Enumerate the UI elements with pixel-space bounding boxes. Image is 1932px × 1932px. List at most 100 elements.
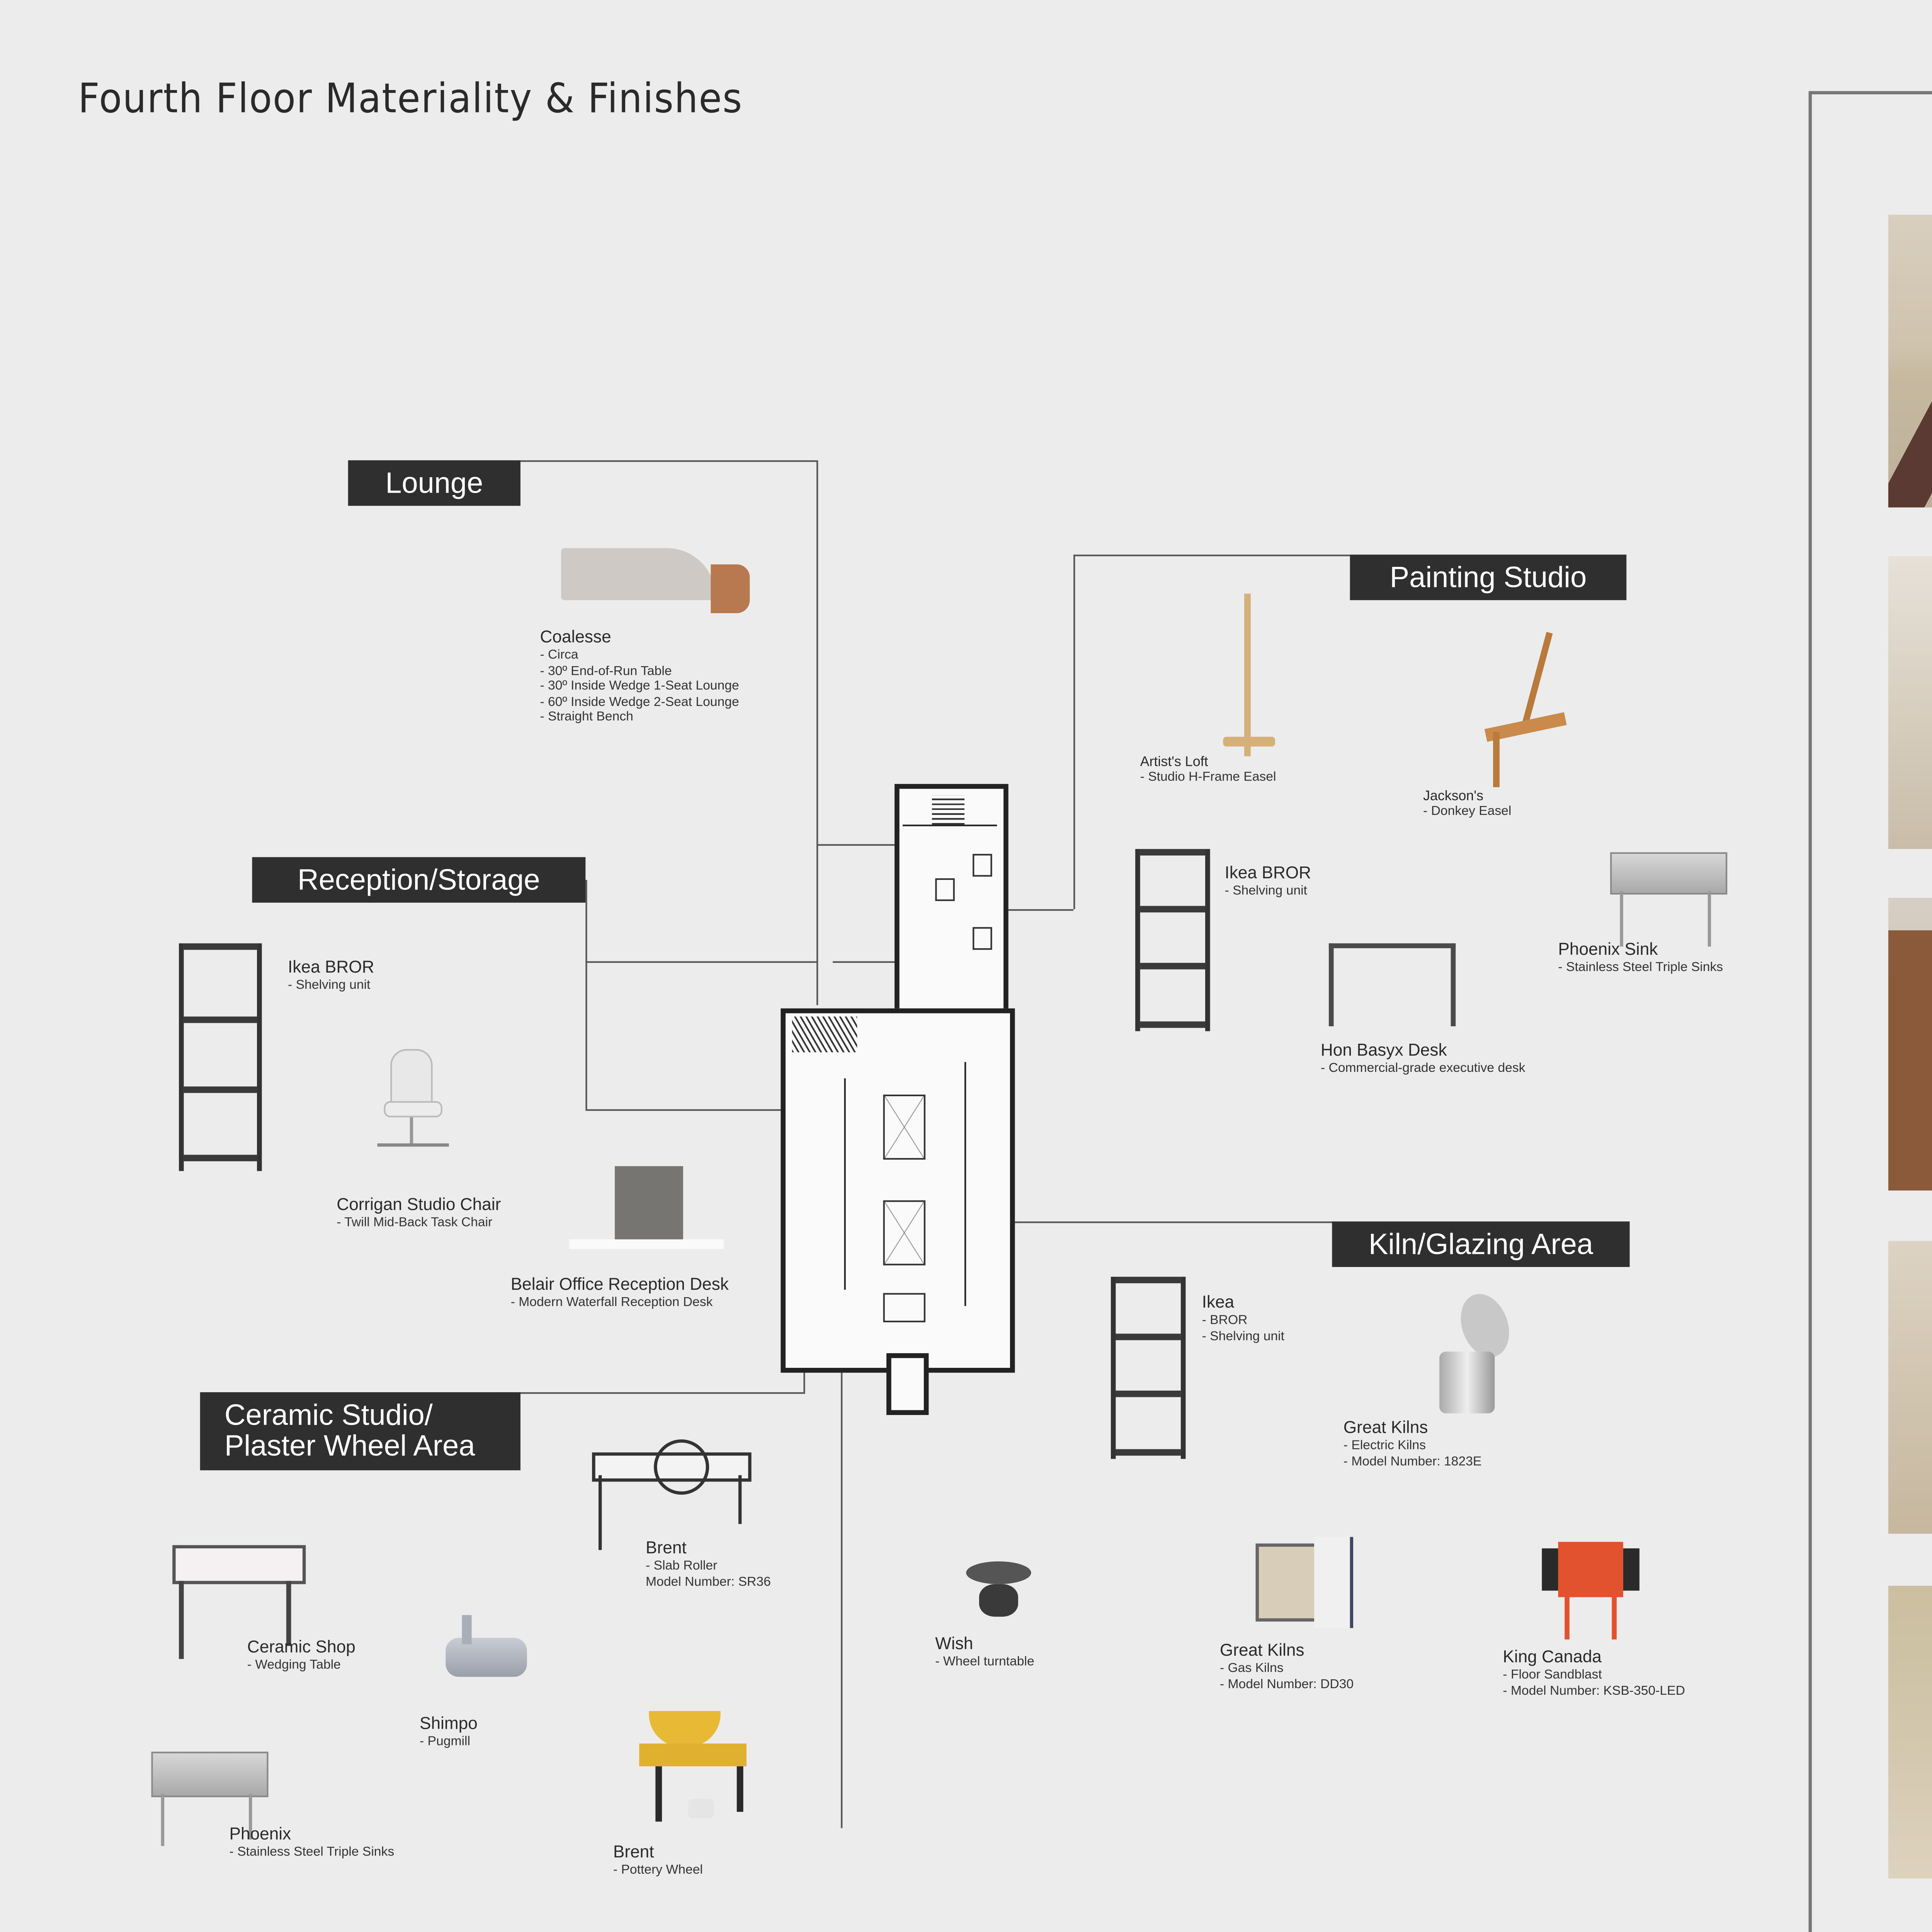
coalesse-sofa-image xyxy=(561,548,753,617)
item-ceramic-shop-table: Ceramic Shop - Wedging Table xyxy=(247,1639,355,1673)
corrigan-chair-image xyxy=(377,1049,456,1166)
plan-open-to-below xyxy=(883,1094,926,1160)
plan-stair xyxy=(932,795,965,825)
item-spec: - Commercial-grade executive desk xyxy=(1320,1060,1526,1075)
leader-reception-h3 xyxy=(585,1109,781,1111)
sink-leg xyxy=(1708,891,1711,947)
belair-desk-image xyxy=(569,1158,724,1256)
item-coalesse: Coalesse - Circa - 30º End-of-Run Table … xyxy=(540,629,739,725)
item-phoenix-sink-ceramic: Phoenix - Stainless Steel Triple Sinks xyxy=(229,1826,395,1860)
cabinet-side-panel xyxy=(1542,1548,1558,1591)
item-spec: - Circa xyxy=(540,647,578,662)
zone-label-ceramic: Ceramic Studio/ Plaster Wheel Area xyxy=(200,1392,520,1471)
item-spec: - Floor Sandblast xyxy=(1503,1667,1602,1682)
rendering-5-lounge-space xyxy=(1888,1585,1932,1879)
leg xyxy=(736,1766,743,1812)
item-great-kilns-electric: Great Kilns - Electric Kilns - Model Num… xyxy=(1343,1419,1482,1469)
item-spec: - Wedging Table xyxy=(247,1657,341,1672)
zone-label-kiln-text: Kiln/Glazing Area xyxy=(1368,1227,1594,1260)
wheel-body xyxy=(639,1743,747,1767)
slab-roller-image xyxy=(592,1439,752,1553)
plan-desk xyxy=(973,854,992,877)
desk-block xyxy=(615,1166,683,1241)
item-name: Ceramic Shop xyxy=(247,1638,355,1658)
item-spec: - Shelving unit xyxy=(1225,883,1307,898)
chair-seat xyxy=(384,1101,442,1117)
zone-label-painting-text: Painting Studio xyxy=(1389,560,1587,593)
item-name: Ikea xyxy=(1202,1293,1235,1313)
item-phoenix-sink-painting: Phoenix Sink - Stainless Steel Triple Si… xyxy=(1558,940,1723,975)
item-spec: - Gas Kilns xyxy=(1219,1660,1284,1675)
item-brent-pottery-wheel: Brent - Pottery Wheel xyxy=(613,1844,703,1878)
item-name: Wish xyxy=(935,1634,973,1654)
zone-label-lounge-text: Lounge xyxy=(385,466,483,499)
cabinet-body xyxy=(1558,1542,1623,1597)
item-spec: - Stainless Steel Triple Sinks xyxy=(229,1844,395,1859)
leader-lounge-h xyxy=(520,460,817,462)
item-ikea-kiln: Ikea - BROR - Shelving unit xyxy=(1202,1293,1285,1344)
floor-plan xyxy=(781,784,1015,1415)
item-spec: - 60º Inside Wedge 2-Seat Lounge xyxy=(540,694,739,709)
item-spec: - 30º Inside Wedge 1-Seat Lounge xyxy=(540,679,739,693)
leader-ceramic-h xyxy=(496,1392,805,1394)
item-brent-slab-roller: Brent - Slab Roller Model Number: SR36 xyxy=(646,1538,771,1589)
item-artists-loft: Artist's Loft - Studio H-Frame Easel xyxy=(1140,754,1276,785)
item-name: Brent xyxy=(646,1538,687,1558)
item-name: Jackson's xyxy=(1423,787,1484,804)
phoenix-sink-image xyxy=(151,1745,271,1849)
plan-desk xyxy=(935,878,955,901)
plan-main-body xyxy=(781,1008,1015,1373)
electric-kiln-image xyxy=(1436,1287,1518,1426)
plan-desk xyxy=(973,927,992,950)
item-great-kilns-gas: Great Kilns - Gas Kilns - Model Number: … xyxy=(1219,1641,1354,1692)
page-title: Fourth Floor Materiality & Finishes xyxy=(78,75,743,122)
item-spec: - Model Number: KSB-350-LED xyxy=(1503,1682,1685,1697)
phoenix-sink-image xyxy=(1610,842,1730,950)
table-top xyxy=(172,1545,306,1584)
pottery-wheel-image xyxy=(639,1711,756,1825)
item-name: Shimpo xyxy=(419,1714,478,1734)
leader-lounge-plan xyxy=(816,844,898,846)
plan-open-to-below xyxy=(883,1293,926,1323)
rendering-1-reception-corridor xyxy=(1888,214,1932,508)
chair-back xyxy=(390,1049,433,1108)
item-spec: - Modern Waterfall Reception Desk xyxy=(510,1294,713,1310)
leader-painting-h xyxy=(1073,554,1350,556)
leader-reception-v xyxy=(585,880,587,1109)
sink-basin xyxy=(1610,852,1728,895)
item-wish-turntable: Wish - Wheel turntable xyxy=(935,1634,1034,1670)
zone-label-reception: Reception/Storage xyxy=(252,857,586,903)
item-spec: - Pottery Wheel xyxy=(613,1862,703,1877)
item-belair-desk: Belair Office Reception Desk - Modern Wa… xyxy=(510,1276,729,1310)
item-ikea-bror-reception: Ikea BROR - Shelving unit xyxy=(288,959,374,993)
item-spec: Model Number: SR36 xyxy=(646,1573,771,1588)
renderings-frame-left xyxy=(1808,91,1812,1932)
zone-label-lounge: Lounge xyxy=(348,460,520,506)
item-spec: - Shelving unit xyxy=(1202,1328,1285,1343)
item-spec: - Donkey Easel xyxy=(1423,803,1512,818)
item-name: Phoenix Sink xyxy=(1558,940,1658,960)
plan-stair xyxy=(792,1016,857,1053)
item-hon-basyx-desk: Hon Basyx Desk - Commercial-grade execut… xyxy=(1320,1042,1526,1076)
leg xyxy=(738,1475,742,1524)
sink-leg xyxy=(249,1794,252,1840)
rendering-3-hallway xyxy=(1888,898,1932,1191)
wheel-turntable-image xyxy=(963,1561,1034,1623)
item-name: Great Kilns xyxy=(1219,1641,1304,1661)
cabinet-leg xyxy=(1612,1597,1617,1639)
wood-end-table xyxy=(711,564,750,613)
rendering-2-painting-studio xyxy=(1888,556,1932,849)
sandblast-cabinet-image xyxy=(1542,1542,1646,1643)
item-spec: - Shelving unit xyxy=(288,977,371,992)
ikea-bror-shelf-image xyxy=(1111,1277,1186,1459)
item-spec: - Electric Kilns xyxy=(1343,1437,1426,1452)
kiln-door xyxy=(1314,1537,1354,1628)
zone-label-kiln: Kiln/Glazing Area xyxy=(1332,1221,1630,1267)
wheel-splash-pan xyxy=(649,1711,721,1747)
sink-basin xyxy=(151,1752,269,1798)
plan-open-to-below xyxy=(883,1200,926,1265)
easel-mast xyxy=(1244,594,1251,757)
item-spec: - Stainless Steel Triple Sinks xyxy=(1558,959,1723,975)
item-spec: - Straight Bench xyxy=(540,709,633,724)
